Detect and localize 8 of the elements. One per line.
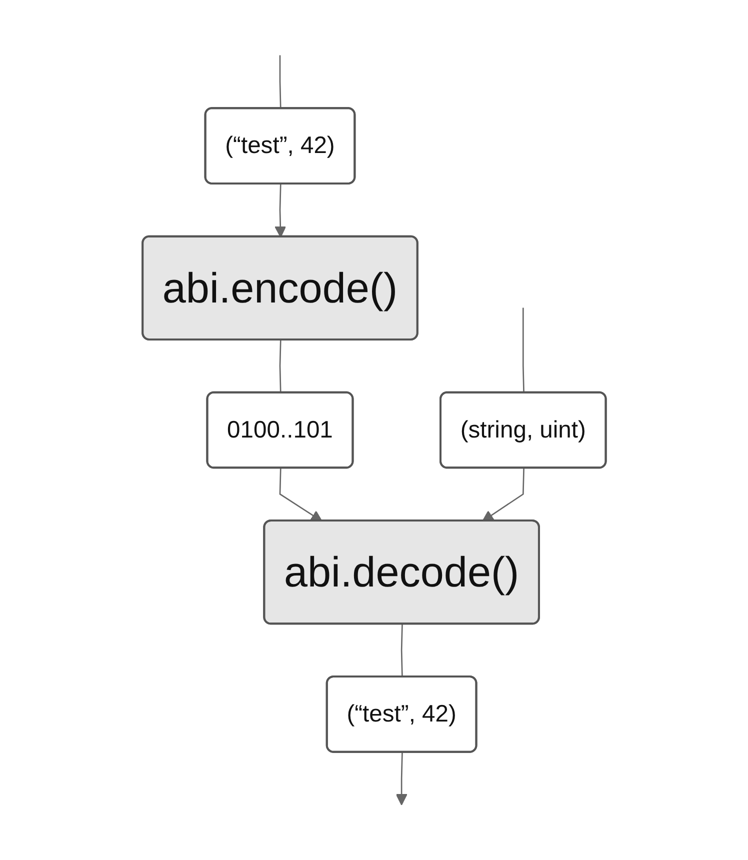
connector (279, 340, 282, 393)
connector (522, 308, 524, 393)
connector (279, 55, 282, 109)
arrow (274, 184, 286, 238)
arrow (396, 752, 408, 806)
arrow (279, 468, 322, 522)
connector (400, 624, 403, 678)
arrow (482, 468, 524, 522)
